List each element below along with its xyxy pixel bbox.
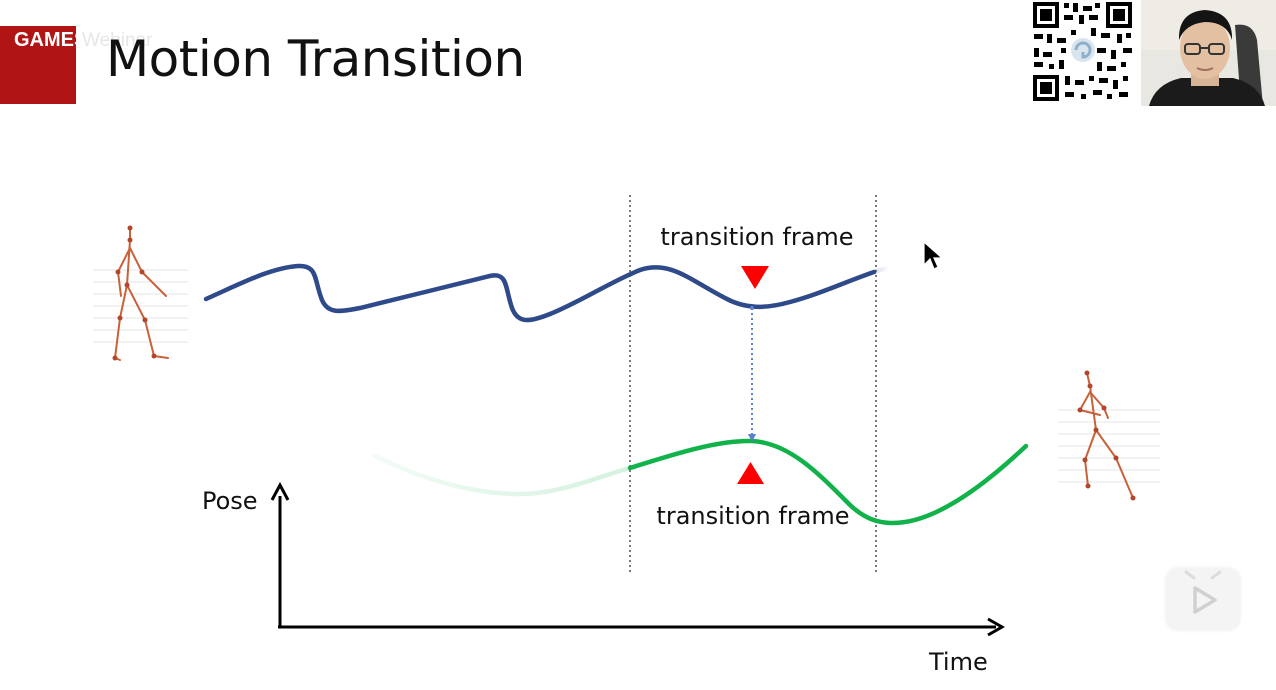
source-pose-skeleton bbox=[114, 227, 169, 361]
source-pose-joints bbox=[112, 225, 157, 361]
play-button[interactable] bbox=[1166, 568, 1240, 630]
source-transition-point bbox=[750, 306, 754, 310]
presenter-webcam bbox=[1141, 0, 1276, 106]
source-pose-grid bbox=[93, 269, 188, 343]
target-motion-curve bbox=[627, 438, 1029, 526]
brand-logo bbox=[0, 26, 76, 104]
target-pose-skeleton bbox=[1079, 372, 1134, 499]
target-motion-curve-faded bbox=[372, 453, 633, 497]
y-axis-label: Pose bbox=[202, 487, 258, 515]
top-transition-label: transition frame bbox=[660, 223, 853, 251]
page-title: Motion Transition bbox=[106, 30, 525, 88]
qr-code bbox=[1031, 0, 1134, 103]
target-pose-joints bbox=[1077, 370, 1136, 501]
x-axis-arrowhead bbox=[987, 617, 1006, 637]
brand-watermark: Webinar bbox=[82, 30, 153, 51]
link-arrowhead bbox=[748, 434, 756, 442]
play-icon bbox=[1184, 570, 1222, 614]
bottom-transition-marker bbox=[737, 462, 764, 484]
source-motion-curve-fade bbox=[873, 265, 889, 275]
y-axis-arrowhead bbox=[270, 481, 290, 501]
top-transition-marker bbox=[741, 266, 769, 289]
bottom-transition-label: transition frame bbox=[656, 502, 849, 530]
x-axis-label: Time bbox=[928, 648, 988, 676]
source-motion-curve bbox=[203, 263, 877, 323]
brand-label: GAMES bbox=[14, 29, 88, 51]
target-pose-grid bbox=[1058, 409, 1160, 483]
mouse-pointer-icon bbox=[923, 240, 944, 270]
